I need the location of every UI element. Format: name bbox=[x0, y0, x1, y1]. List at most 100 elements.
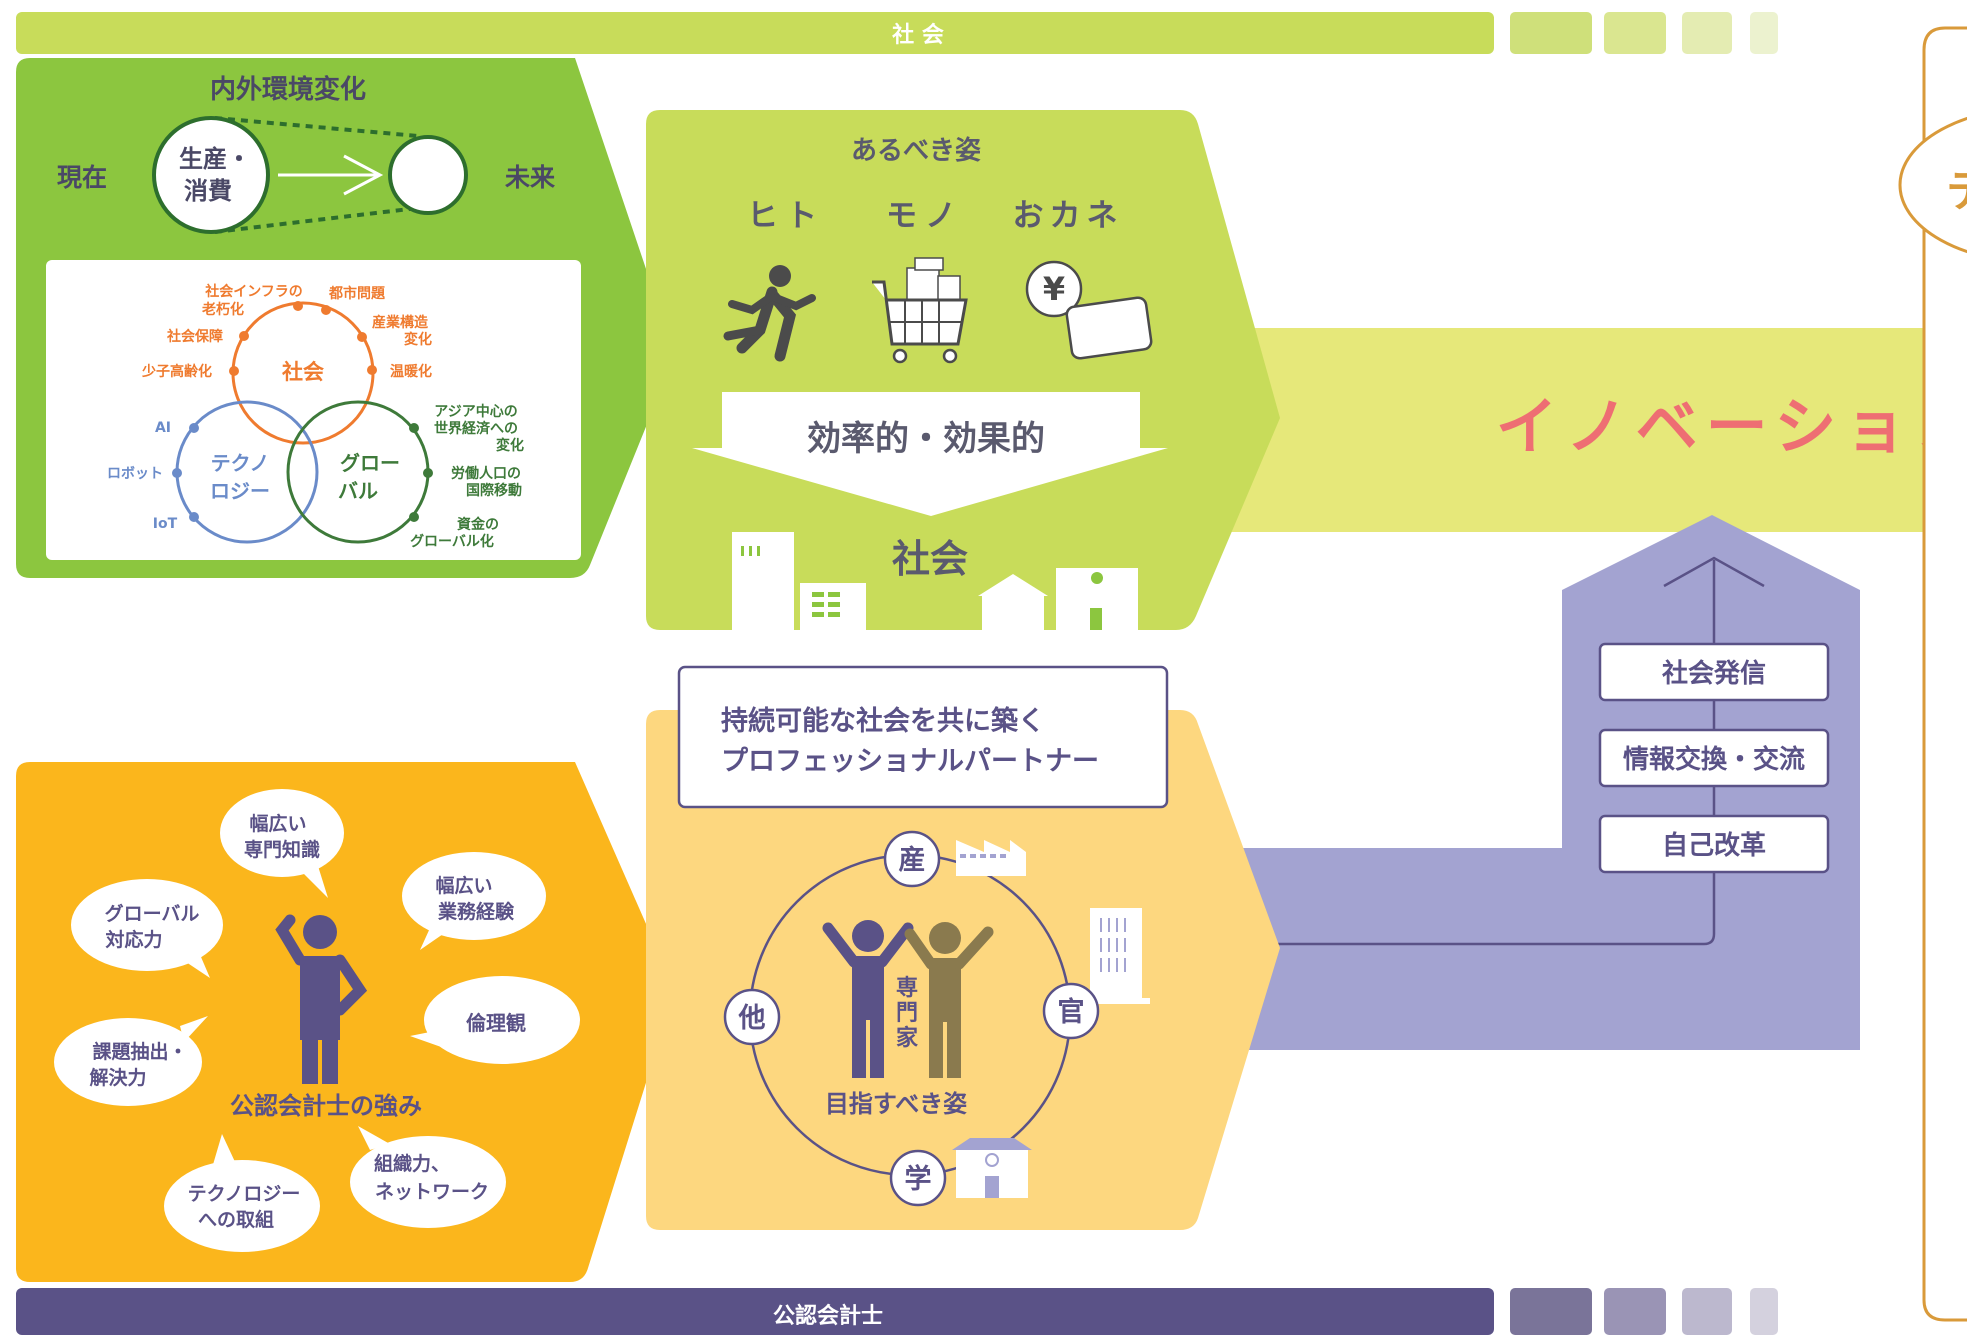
venn-techno-line2: ロジー bbox=[210, 479, 270, 503]
office-building-icon bbox=[1090, 908, 1150, 1004]
speech-bubble: グローバル 対応力 bbox=[71, 879, 223, 978]
factory-icon bbox=[956, 840, 1026, 876]
global-item: グローバル化 bbox=[410, 533, 494, 550]
yen-symbol: ¥ bbox=[1043, 270, 1065, 308]
global-item: 世界経済への bbox=[434, 420, 518, 437]
global-item: 国際移動 bbox=[466, 482, 522, 499]
present-label: 現在 bbox=[57, 163, 107, 192]
venn-global-line2: バル bbox=[338, 479, 378, 503]
svg-text:倫理観: 倫理観 bbox=[466, 1011, 526, 1035]
environment-panel: 内外環境変化 現在 未来 生産・ 消費 社会 テクノ ロジー グロー バル 社会… bbox=[16, 58, 675, 578]
society-item: 社会保障 bbox=[166, 328, 223, 345]
top-bar-label: 社 会 bbox=[892, 22, 944, 48]
right-panel: テ bbox=[1898, 26, 1967, 1322]
svg-text:テクノロジー: テクノロジー bbox=[188, 1183, 301, 1205]
svg-text:専門知識: 専門知識 bbox=[244, 838, 320, 861]
top-society-bar: 社 会 bbox=[16, 12, 1778, 54]
mono-label: モノ bbox=[886, 198, 964, 234]
school-icon bbox=[952, 1138, 1032, 1198]
future-circle bbox=[388, 135, 468, 215]
efficiency-label: 効率的・効果的 bbox=[807, 419, 1045, 459]
expert-char-3: 家 bbox=[896, 1025, 919, 1051]
society-item: 変化 bbox=[404, 331, 432, 348]
runner-icon bbox=[723, 265, 816, 362]
global-item: 労働人口の bbox=[451, 465, 521, 482]
node-government bbox=[1042, 982, 1100, 1040]
technology-item: AI bbox=[155, 420, 171, 436]
society-item: 産業構造 bbox=[372, 314, 428, 331]
efficiency-down-arrow bbox=[692, 392, 1168, 516]
speech-bubble: テクノロジー への取組 bbox=[164, 1134, 320, 1252]
society-item: 温暖化 bbox=[390, 363, 432, 380]
production-consumption-circle bbox=[152, 116, 270, 234]
bottom-bar-label: 公認会計士 bbox=[773, 1303, 883, 1329]
thinking-person-icon bbox=[275, 914, 368, 1084]
speech-bubble: 組織力、 ネットワーク bbox=[350, 1126, 506, 1228]
partner-statement-box bbox=[677, 665, 1169, 809]
actions-group: 社会発信 情報交換・交流 自己改革 bbox=[1598, 642, 1830, 874]
society-item: 少子高齢化 bbox=[141, 363, 212, 380]
society-item: 社会インフラの bbox=[204, 283, 303, 300]
technology-item: ロボット bbox=[107, 466, 163, 482]
venn-global-line1: グロー bbox=[340, 451, 400, 475]
house-icon bbox=[978, 568, 1138, 630]
svg-text:幅広い: 幅広い bbox=[435, 874, 492, 897]
bottom-cpa-bar: 公認会計士 bbox=[16, 1288, 1778, 1335]
action-social-outreach: 社会発信 bbox=[1662, 658, 1766, 689]
partner-goal-label: 目指すべき姿 bbox=[825, 1090, 967, 1118]
yen-coin-card-icon: ¥ bbox=[1025, 260, 1153, 360]
global-item: 変化 bbox=[496, 437, 524, 454]
society-item: 都市問題 bbox=[328, 285, 386, 302]
shopping-cart-icon bbox=[872, 257, 968, 364]
strengths-title: 公認会計士の強み bbox=[230, 1092, 422, 1120]
circle-line2: 消費 bbox=[184, 177, 232, 205]
strengths-panel: 幅広い 専門知識 幅広い 業務経験 グローバル 対応力 倫理観 課題抽出・ 解決… bbox=[16, 762, 675, 1282]
svg-text:グローバル: グローバル bbox=[105, 902, 200, 925]
action-info-exchange: 情報交換・交流 bbox=[1623, 744, 1805, 775]
svg-text:ネットワーク: ネットワーク bbox=[375, 1181, 489, 1203]
speech-bubble: 倫理観 bbox=[410, 976, 580, 1064]
society-item: 老朽化 bbox=[202, 301, 244, 318]
partner-statement-line2: プロフェッショナルパートナー bbox=[721, 746, 1099, 777]
svg-text:産: 産 bbox=[899, 844, 926, 876]
partner-panel: 持続可能な社会を共に築く プロフェッショナルパートナー bbox=[646, 665, 1280, 1230]
ideal-panel: あるべき姿 ヒト モノ おカネ ¥ bbox=[646, 110, 1280, 630]
partner-statement-line1: 持続可能な社会を共に築く bbox=[721, 705, 1045, 737]
svg-text:課題抽出・: 課題抽出・ bbox=[92, 1040, 187, 1063]
svg-text:他: 他 bbox=[738, 1003, 766, 1034]
hito-label: ヒト bbox=[747, 198, 825, 234]
speech-bubble: 幅広い 業務経験 bbox=[402, 852, 546, 950]
expert-char-2: 門 bbox=[896, 1001, 918, 1026]
innovation-label: イノベーション bbox=[1496, 390, 1967, 463]
svg-text:幅広い: 幅広い bbox=[249, 812, 306, 835]
innovation-band: イノベーション bbox=[1230, 328, 1967, 532]
venn-society-label: 社会 bbox=[281, 360, 324, 384]
speech-bubble: 課題抽出・ 解決力 bbox=[54, 1016, 208, 1106]
right-panel-partial-text: テ bbox=[1946, 166, 1967, 217]
expert-figures-icon bbox=[822, 920, 994, 1078]
global-item: 資金の bbox=[457, 516, 499, 533]
node-other bbox=[723, 988, 781, 1046]
node-industry bbox=[883, 830, 941, 888]
building-icon bbox=[732, 532, 866, 630]
expert-char-1: 専 bbox=[896, 976, 918, 1001]
venn-techno-line1: テクノ bbox=[211, 451, 270, 475]
speech-bubble: 幅広い 専門知識 bbox=[220, 789, 344, 898]
svg-text:業務経験: 業務経験 bbox=[437, 900, 515, 923]
node-academia bbox=[889, 1149, 947, 1207]
svg-text:への取組: への取組 bbox=[198, 1208, 274, 1231]
circle-line1: 生産・ bbox=[179, 145, 251, 173]
svg-text:対応力: 対応力 bbox=[104, 928, 162, 951]
svg-text:学: 学 bbox=[905, 1163, 932, 1195]
action-self-reform: 自己改革 bbox=[1662, 830, 1766, 861]
ideal-title: あるべき姿 bbox=[851, 136, 981, 166]
environment-title: 内外環境変化 bbox=[210, 74, 366, 105]
future-label: 未来 bbox=[505, 163, 556, 192]
okane-label: おカネ bbox=[1013, 198, 1124, 234]
venn-box bbox=[46, 260, 581, 560]
global-item: アジア中心の bbox=[434, 403, 517, 420]
svg-text:官: 官 bbox=[1058, 996, 1085, 1028]
svg-text:解決力: 解決力 bbox=[89, 1066, 146, 1089]
technology-item: IoT bbox=[153, 516, 178, 532]
